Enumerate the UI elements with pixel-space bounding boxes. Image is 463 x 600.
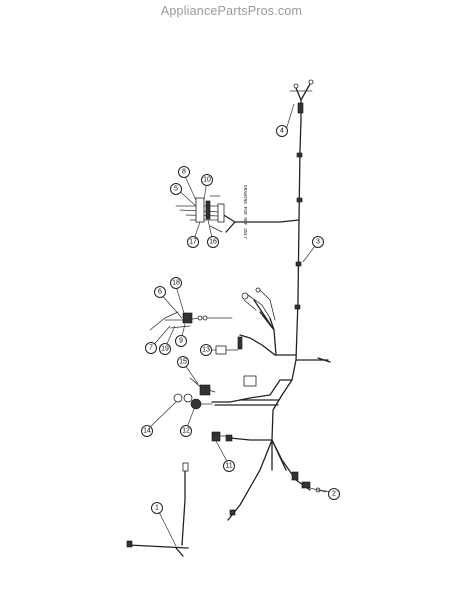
main-harness-trunk — [271, 119, 302, 441]
terminal-block — [217, 203, 225, 223]
svg-text:10: 10 — [203, 177, 211, 184]
callout-10: 10 — [201, 174, 213, 186]
callout-8: 8 — [178, 166, 190, 178]
mid-left-branch — [239, 334, 297, 356]
upper-fan-branch — [243, 289, 276, 321]
callout-7: 7 — [145, 342, 157, 354]
svg-text:13: 13 — [202, 347, 210, 354]
svg-text:6: 6 — [158, 289, 162, 296]
callout-4: 4 — [276, 125, 288, 137]
callout-16: 16 — [207, 236, 219, 248]
callout-3: 3 — [312, 236, 324, 248]
svg-text:15: 15 — [179, 359, 187, 366]
svg-text:3: 3 — [316, 239, 320, 246]
relay-13 — [215, 345, 227, 355]
callout-17: 17 — [187, 236, 199, 248]
switch-branch — [253, 299, 277, 356]
motor-connector-15 — [199, 384, 211, 396]
callout-9: 9 — [175, 335, 187, 347]
svg-text:2: 2 — [332, 491, 336, 498]
callout-15: 15 — [177, 356, 189, 368]
svg-text:18: 18 — [172, 280, 180, 287]
connector-plug — [205, 200, 211, 220]
svg-text:16: 16 — [209, 239, 217, 246]
callout-11: 11 — [223, 460, 235, 472]
svg-text:11: 11 — [225, 463, 232, 470]
callout-1: 1 — [151, 502, 163, 514]
connector-2 — [301, 481, 311, 489]
callout-14: 14 — [141, 425, 153, 437]
svg-text:1: 1 — [155, 505, 159, 512]
trunk-clips — [294, 152, 303, 310]
svg-text:4: 4 — [280, 128, 284, 135]
callout-13: 13 — [200, 344, 212, 356]
callout-2: 2 — [328, 488, 340, 500]
component-cluster-12-14 — [173, 393, 213, 410]
svg-text:5: 5 — [174, 186, 178, 193]
callout-19: 19 — [159, 343, 171, 355]
lower-cross-branch — [229, 437, 273, 441]
leader-lines — [146, 103, 334, 547]
multi-pin-connector — [195, 197, 205, 223]
svg-text:19: 19 — [161, 346, 169, 353]
svg-text:12: 12 — [182, 428, 190, 435]
top-connector — [297, 102, 304, 114]
callout-5: 5 — [170, 183, 182, 195]
sensor-component — [182, 312, 193, 324]
callout-18: 18 — [170, 277, 182, 289]
power-cord-harness — [127, 467, 189, 557]
svg-text:8: 8 — [182, 169, 186, 176]
upper-left-branch — [221, 213, 300, 233]
svg-text:14: 14 — [143, 428, 151, 435]
svg-text:9: 9 — [179, 338, 183, 345]
branch-connector — [241, 292, 249, 300]
lower-cross-connector — [225, 434, 233, 442]
connector-11 — [211, 431, 221, 442]
reference-note: DRAWING FOR REF ONLY — [242, 185, 248, 239]
top-branch — [295, 83, 311, 121]
svg-text:7: 7 — [149, 345, 153, 352]
callout-12: 12 — [180, 425, 192, 437]
callout-6: 6 — [154, 286, 166, 298]
left-long-branch — [211, 379, 293, 403]
middle-cross-branch — [214, 399, 279, 406]
watermark: AppliancePartsPros.com — [160, 4, 303, 18]
svg-text:17: 17 — [189, 239, 197, 246]
lower-fan-branch — [227, 439, 311, 521]
